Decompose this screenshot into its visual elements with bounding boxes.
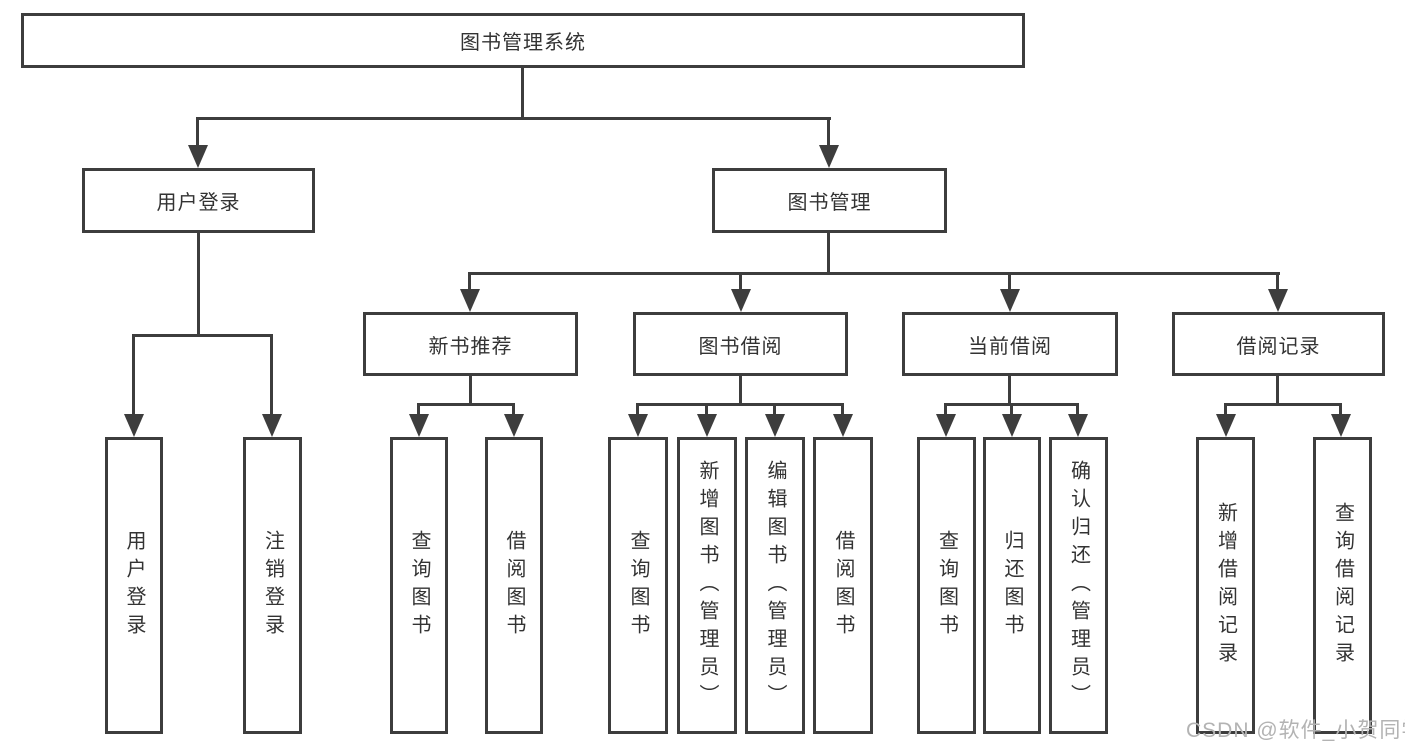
arrow-down-icon [1216, 414, 1236, 437]
connector-line [636, 403, 843, 406]
leaf-query-books-recommend: 查询图书 [390, 437, 448, 734]
leaf-query-books-recommend-label: 查询图书 [408, 529, 430, 642]
leaf-return-books: 归还图书 [983, 437, 1041, 734]
leaf-query-books-current-label: 查询图书 [935, 529, 958, 642]
connector-line [841, 403, 844, 417]
arrow-down-icon [409, 414, 429, 437]
leaf-borrow-books: 借阅图书 [813, 437, 873, 734]
connector-line [417, 403, 420, 417]
connector-line [417, 403, 515, 406]
arrow-down-icon [936, 414, 956, 437]
connector-line [468, 272, 471, 292]
connector-line [827, 117, 830, 148]
arrow-down-icon [1268, 289, 1288, 312]
leaf-user-login-label: 用户登录 [123, 529, 145, 642]
node-book-management: 图书管理 [712, 168, 947, 233]
arrow-down-icon [1068, 414, 1088, 437]
connector-line [636, 403, 639, 417]
connector-line [197, 233, 200, 336]
connector-line [270, 334, 273, 416]
leaf-confirm-return-admin: 确认归还（管理员） [1049, 437, 1108, 734]
leaf-edit-books-admin: 编辑图书（管理员） [745, 437, 805, 734]
connector-line [1339, 403, 1342, 417]
leaf-user-login: 用户登录 [105, 437, 163, 734]
node-user-login: 用户登录 [82, 168, 315, 233]
arrow-down-icon [1331, 414, 1351, 437]
arrow-down-icon [460, 289, 480, 312]
node-root-label: 图书管理系统 [460, 32, 586, 54]
leaf-query-books-current: 查询图书 [917, 437, 976, 734]
connector-line [827, 233, 830, 275]
node-user-login-label: 用户登录 [156, 192, 241, 214]
leaf-return-books-label: 归还图书 [1001, 529, 1023, 642]
arrow-down-icon [504, 414, 524, 437]
node-new-book-recommend: 新书推荐 [363, 312, 578, 376]
connector-line [944, 403, 947, 417]
leaf-borrow-books-recommend: 借阅图书 [485, 437, 543, 734]
node-book-borrow: 图书借阅 [633, 312, 848, 376]
leaf-add-books-admin: 新增图书（管理员） [677, 437, 737, 734]
connector-line [1276, 272, 1279, 292]
arrow-down-icon [1002, 414, 1022, 437]
connector-line [521, 68, 524, 119]
arrow-down-icon [765, 414, 785, 437]
leaf-logout-label: 注销登录 [261, 529, 284, 642]
leaf-add-books-admin-label: 新增图书（管理员） [696, 459, 718, 712]
connector-line [705, 403, 708, 417]
connector-line [739, 272, 742, 292]
node-root: 图书管理系统 [21, 13, 1025, 68]
arrow-down-icon [697, 414, 717, 437]
csdn-watermark: CSDN @软件_小贺同学 [1186, 719, 1405, 742]
leaf-add-borrow-record: 新增借阅记录 [1196, 437, 1255, 734]
connector-line [196, 117, 199, 148]
leaf-edit-books-admin-label: 编辑图书（管理员） [764, 459, 786, 712]
connector-line [132, 334, 135, 416]
connector-line [739, 375, 742, 406]
connector-line [1010, 403, 1013, 417]
node-new-book-recommend-label: 新书推荐 [428, 335, 513, 358]
arrow-down-icon [819, 145, 839, 168]
arrow-down-icon [1000, 289, 1020, 312]
leaf-query-books-borrow: 查询图书 [608, 437, 668, 734]
leaf-borrow-books-label: 借阅图书 [832, 529, 854, 642]
connector-line [1224, 403, 1227, 417]
arrow-down-icon [262, 414, 282, 437]
connector-line [1076, 403, 1079, 417]
node-borrow-records-label: 借阅记录 [1236, 335, 1321, 358]
connector-line [512, 403, 515, 417]
leaf-query-borrow-record: 查询借阅记录 [1313, 437, 1372, 734]
connector-line [197, 117, 831, 120]
connector-line [1276, 375, 1279, 406]
leaf-confirm-return-admin-label: 确认归还（管理员） [1067, 459, 1090, 712]
leaf-query-borrow-record-label: 查询借阅记录 [1331, 501, 1354, 670]
leaf-query-books-borrow-label: 查询图书 [627, 529, 649, 642]
arrow-down-icon [124, 414, 144, 437]
node-current-borrow: 当前借阅 [902, 312, 1118, 376]
node-book-borrow-label: 图书借阅 [698, 335, 783, 358]
leaf-logout: 注销登录 [243, 437, 302, 734]
node-book-management-label: 图书管理 [787, 192, 872, 214]
connector-line [1008, 272, 1011, 292]
arrow-down-icon [628, 414, 648, 437]
connector-line [1008, 375, 1011, 406]
node-borrow-records: 借阅记录 [1172, 312, 1385, 376]
node-current-borrow-label: 当前借阅 [968, 335, 1052, 358]
connector-line [132, 334, 273, 337]
connector-line [469, 375, 472, 406]
connector-line [468, 272, 1280, 275]
leaf-add-borrow-record-label: 新增借阅记录 [1214, 501, 1237, 670]
connector-line [773, 403, 776, 417]
arrow-down-icon [731, 289, 751, 312]
arrow-down-icon [188, 145, 208, 168]
connector-line [1224, 403, 1342, 406]
leaf-borrow-books-recommend-label: 借阅图书 [503, 529, 525, 642]
arrow-down-icon [833, 414, 853, 437]
